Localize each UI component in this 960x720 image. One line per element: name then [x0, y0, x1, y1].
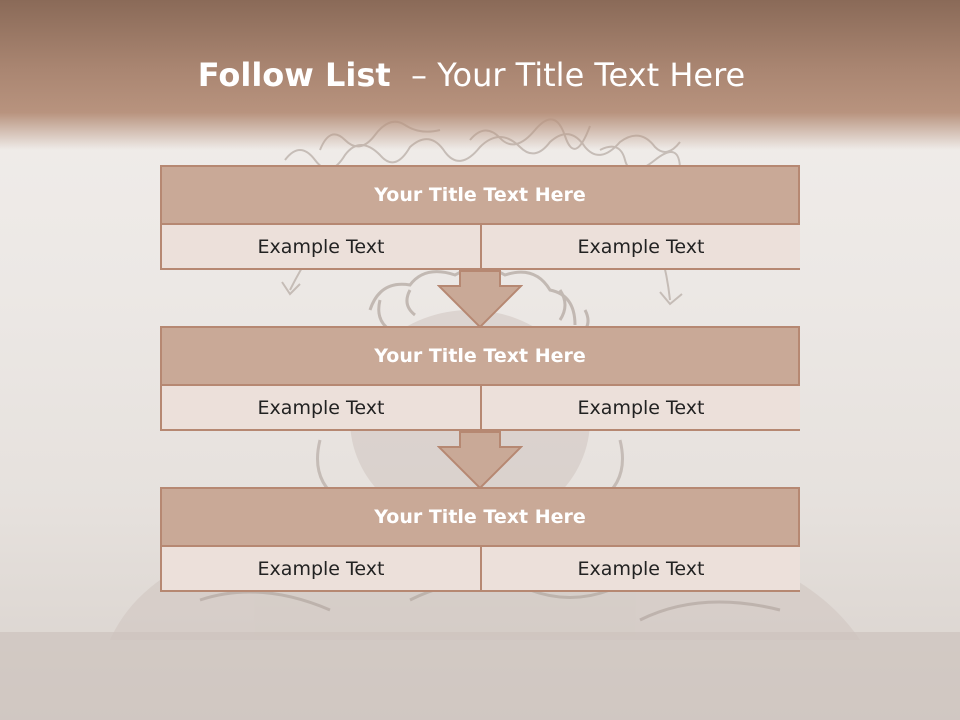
slide-title-bold: Follow List	[197, 56, 391, 94]
list-box-right-cell: Example Text	[482, 547, 800, 590]
list-box-2: Your Title Text Here Example Text Exampl…	[160, 326, 800, 431]
list-box-right-cell: Example Text	[482, 386, 800, 429]
down-arrow-icon	[437, 431, 523, 490]
list-box-title: Your Title Text Here	[162, 328, 798, 386]
list-box-left-cell: Example Text	[162, 547, 482, 590]
title-bar	[0, 0, 960, 150]
list-box-1: Your Title Text Here Example Text Exampl…	[160, 165, 800, 270]
list-box-left-cell: Example Text	[162, 386, 482, 429]
down-arrow-icon	[437, 270, 523, 329]
list-box-left-cell: Example Text	[162, 225, 482, 268]
list-box-title: Your Title Text Here	[162, 167, 798, 225]
list-box-3: Your Title Text Here Example Text Exampl…	[160, 487, 800, 592]
list-box-title: Your Title Text Here	[162, 489, 798, 547]
slide-title-rest: – Your Title Text Here	[390, 56, 746, 94]
slide-title: Follow List – Your Title Text Here	[0, 56, 943, 94]
list-box-right-cell: Example Text	[482, 225, 800, 268]
